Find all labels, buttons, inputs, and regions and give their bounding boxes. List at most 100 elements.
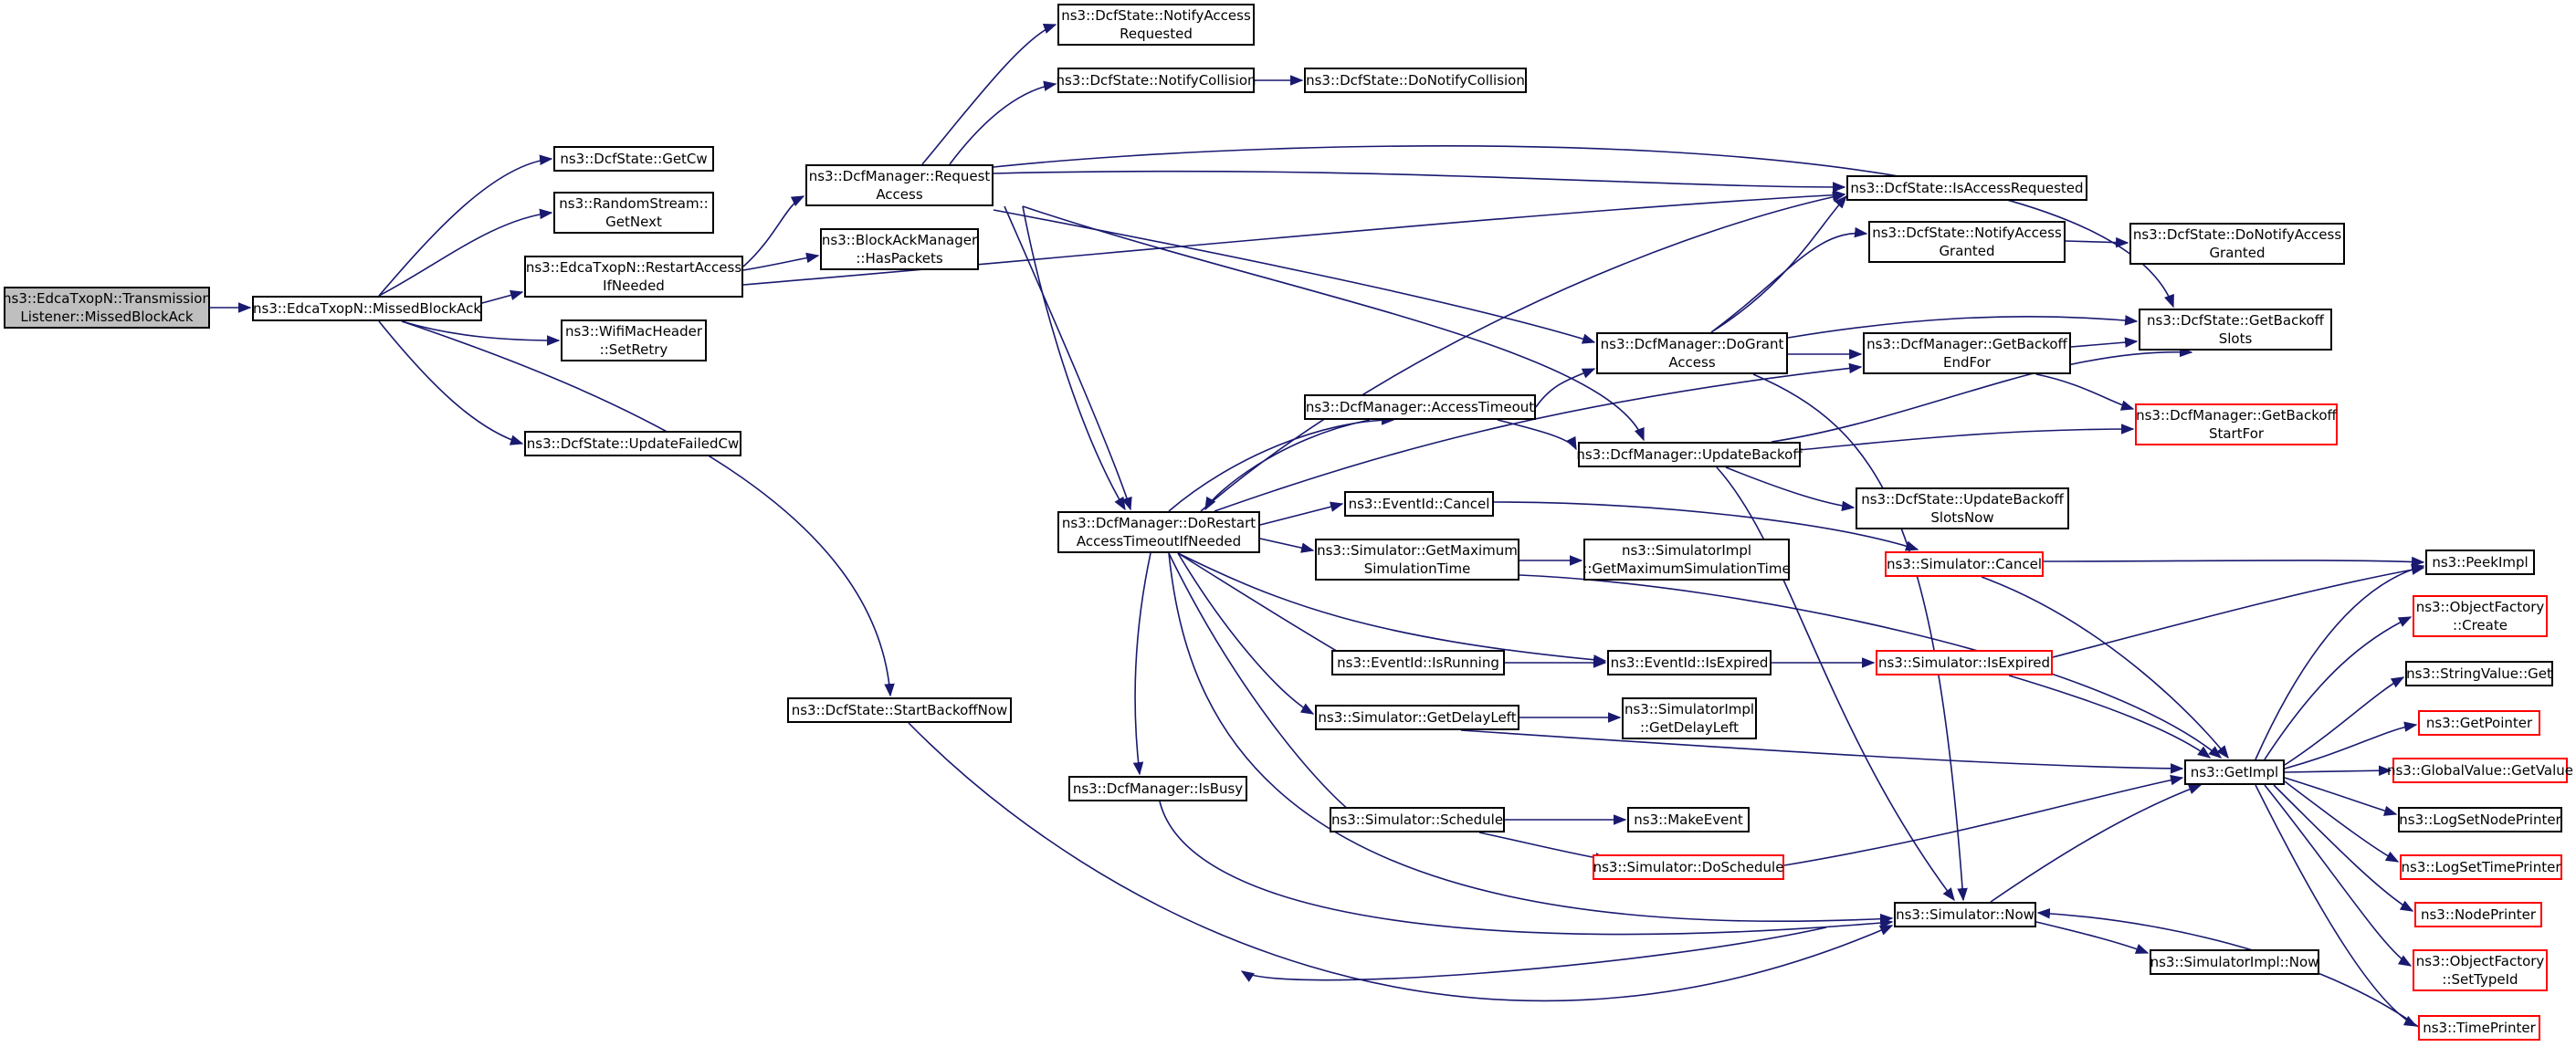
node-object-factory-set-type-id[interactable]: ns3::ObjectFactory ::SetTypeId bbox=[2413, 949, 2548, 991]
call-edge bbox=[1752, 424, 2135, 455]
node-get-backoff-end-for[interactable]: ns3::DcfManager::GetBackoff EndFor bbox=[1863, 332, 2071, 374]
call-edge bbox=[2273, 784, 2414, 912]
call-edge bbox=[1478, 832, 1609, 864]
node-do-grant-access[interactable]: ns3::DcfManager::DoGrant Access bbox=[1596, 332, 1788, 374]
node-notify-access-requested[interactable]: ns3::DcfState::NotifyAccess Requested bbox=[1057, 4, 1255, 46]
call-edge bbox=[742, 189, 1846, 286]
node-update-backoff[interactable]: ns3::DcfManager::UpdateBackoff bbox=[1576, 442, 1803, 467]
call-edge bbox=[1771, 346, 2193, 443]
call-edge bbox=[2284, 721, 2418, 770]
call-edge bbox=[1519, 574, 2223, 759]
call-edge bbox=[993, 209, 1596, 344]
node-do-notify-access-granted[interactable]: ns3::DcfState::DoNotifyAccess Granted bbox=[2129, 223, 2345, 265]
node-log-set-node-printer[interactable]: ns3::LogSetNodePrinter bbox=[2398, 807, 2562, 832]
call-edge bbox=[1710, 194, 1847, 333]
call-edge bbox=[993, 145, 2174, 309]
node-log-set-time-printer[interactable]: ns3::LogSetTimePrinter bbox=[2400, 854, 2562, 880]
call-edge bbox=[1168, 552, 1361, 819]
node-simulator-now[interactable]: ns3::Simulator::Now bbox=[1894, 902, 2036, 927]
node-time-printer[interactable]: ns3::TimePrinter bbox=[2418, 1015, 2540, 1041]
call-edge bbox=[2035, 921, 2150, 954]
node-simulatorimpl-get-maximum-simulation-time[interactable]: ns3::SimulatorImpl ::GetMaximumSimulatio… bbox=[1582, 539, 1791, 581]
node-get-backoff-slots[interactable]: ns3::DcfState::GetBackoff Slots bbox=[2139, 309, 2332, 351]
node-is-busy[interactable]: ns3::DcfManager::IsBusy bbox=[1068, 776, 1247, 801]
call-edge bbox=[2284, 777, 2398, 816]
call-edge bbox=[2284, 765, 2392, 776]
node-missed-block-ack[interactable]: ns3::EdcaTxopN::MissedBlockAck bbox=[252, 296, 482, 321]
node-set-retry[interactable]: ns3::WifiMacHeader ::SetRetry bbox=[561, 319, 707, 361]
node-do-restart-access-timeout[interactable]: ns3::DcfManager::DoRestart AccessTimeout… bbox=[1057, 511, 1260, 553]
call-edge bbox=[1022, 205, 1126, 511]
node-event-is-expired[interactable]: ns3::EventId::IsExpired bbox=[1607, 650, 1772, 675]
call-edge bbox=[1159, 801, 1894, 936]
node-update-failed-cw[interactable]: ns3::DcfState::UpdateFailedCw bbox=[524, 431, 741, 456]
call-edge bbox=[1177, 552, 1607, 665]
node-get-pointer[interactable]: ns3::GetPointer bbox=[2418, 710, 2540, 736]
node-event-cancel[interactable]: ns3::EventId::Cancel bbox=[1344, 491, 1494, 517]
node-simulator-get-delay-left[interactable]: ns3::Simulator::GetDelayLeft bbox=[1315, 705, 1519, 730]
node-notify-access-granted[interactable]: ns3::DcfState::NotifyAccess Granted bbox=[1868, 221, 2066, 263]
call-edge bbox=[1204, 419, 1371, 511]
node-notify-collision[interactable]: ns3::DcfState::NotifyCollision bbox=[1056, 68, 1256, 93]
call-edge bbox=[1168, 414, 1395, 512]
node-get-backoff-start-for[interactable]: ns3::DcfManager::GetBackoff StartFor bbox=[2135, 403, 2338, 445]
node-simulator-do-schedule[interactable]: ns3::Simulator::DoSchedule bbox=[1593, 854, 1784, 880]
call-edge bbox=[1168, 552, 1894, 925]
call-edge bbox=[1990, 784, 2203, 903]
node-random-stream-get-next[interactable]: ns3::RandomStream:: GetNext bbox=[553, 192, 714, 234]
call-edge bbox=[2264, 784, 2413, 967]
node-get-cw[interactable]: ns3::DcfState::GetCw bbox=[553, 146, 714, 172]
node-simulator-get-maximum-simulation-time[interactable]: ns3::Simulator::GetMaximum SimulationTim… bbox=[1315, 539, 1519, 581]
call-edge bbox=[1716, 466, 1955, 902]
node-has-packets[interactable]: ns3::BlockAckManager ::HasPackets bbox=[820, 228, 979, 270]
node-node-printer[interactable]: ns3::NodePrinter bbox=[2414, 902, 2542, 927]
call-edge bbox=[993, 170, 1846, 193]
call-edge bbox=[1725, 466, 1856, 511]
call-edge bbox=[1493, 501, 1919, 551]
node-get-impl[interactable]: ns3::GetImpl bbox=[2184, 759, 2285, 785]
node-restart-access-if-needed[interactable]: ns3::EdcaTxopN::RestartAccess IfNeeded bbox=[524, 256, 743, 298]
call-edge bbox=[1710, 226, 1868, 333]
call-edge bbox=[742, 252, 820, 271]
node-simulatorimpl-now[interactable]: ns3::SimulatorImpl::Now bbox=[2150, 949, 2319, 975]
call-edge bbox=[1259, 538, 1315, 553]
call-edge bbox=[1200, 192, 1846, 512]
node-update-backoff-slots-now[interactable]: ns3::DcfState::UpdateBackoff SlotsNow bbox=[1856, 487, 2069, 529]
node-do-notify-collision[interactable]: ns3::DcfState::DoNotifyCollision bbox=[1304, 68, 1527, 93]
call-edge bbox=[1132, 552, 1151, 776]
call-edge bbox=[1240, 927, 1827, 982]
call-edge bbox=[1259, 501, 1344, 526]
call-edge bbox=[2052, 564, 2425, 658]
node-event-is-running[interactable]: ns3::EventId::IsRunning bbox=[1331, 650, 1505, 675]
call-edge bbox=[1981, 576, 2229, 759]
call-edge bbox=[1004, 205, 1132, 511]
call-edge bbox=[2035, 373, 2135, 411]
call-edge bbox=[1497, 419, 1577, 451]
call-edge bbox=[2284, 676, 2405, 766]
call-edge bbox=[2264, 616, 2413, 760]
node-peek-impl[interactable]: ns3::PeekImpl bbox=[2425, 550, 2535, 575]
node-make-event[interactable]: ns3::MakeEvent bbox=[1627, 807, 1750, 832]
node-request-access[interactable]: ns3::DcfManager::Request Access bbox=[805, 164, 994, 206]
call-edge bbox=[401, 320, 895, 697]
call-edge bbox=[2284, 780, 2400, 863]
node-access-timeout[interactable]: ns3::DcfManager::AccessTimeout bbox=[1304, 394, 1536, 420]
node-missed-block-ack-listener: ns3::EdcaTxopN::Transmission Listener::M… bbox=[3, 287, 211, 329]
call-edge bbox=[742, 195, 805, 267]
call-edge bbox=[1460, 729, 2184, 774]
node-is-access-requested[interactable]: ns3::DcfState::IsAccessRequested bbox=[1846, 175, 2087, 201]
node-simulator-schedule[interactable]: ns3::Simulator::Schedule bbox=[1330, 807, 1505, 832]
node-global-value-get-value[interactable]: ns3::GlobalValue::GetValue bbox=[2387, 758, 2573, 783]
call-edge bbox=[378, 208, 553, 297]
call-edge bbox=[378, 154, 553, 297]
node-object-factory-create[interactable]: ns3::ObjectFactory ::Create bbox=[2413, 595, 2548, 637]
node-simulatorimpl-get-delay-left[interactable]: ns3::SimulatorImpl ::GetDelayLeft bbox=[1622, 697, 1757, 739]
call-edge bbox=[2070, 337, 2139, 348]
node-simulator-is-expired[interactable]: ns3::Simulator::IsExpired bbox=[1876, 650, 2053, 675]
call-edge bbox=[1783, 774, 2184, 866]
call-edge bbox=[908, 722, 1894, 1002]
node-start-backoff-now[interactable]: ns3::DcfState::StartBackoffNow bbox=[787, 697, 1012, 723]
node-string-value-get[interactable]: ns3::StringValue::Get bbox=[2405, 661, 2553, 686]
call-edge bbox=[949, 80, 1057, 165]
node-simulator-cancel[interactable]: ns3::Simulator::Cancel bbox=[1885, 551, 2044, 577]
